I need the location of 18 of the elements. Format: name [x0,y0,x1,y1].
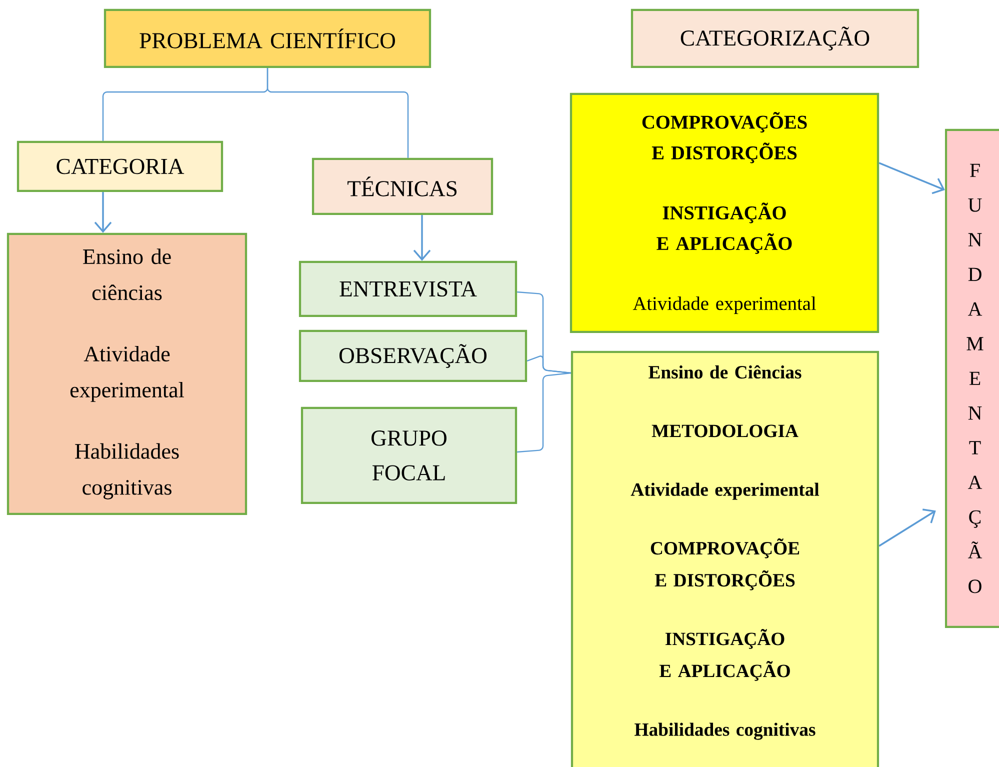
category-box: CATEGORIA [16,140,224,192]
arrow [94,192,112,233]
arrow [878,508,936,547]
heading-box: CATEGORIZAÇÃO [630,8,920,68]
bracket-line [517,372,571,453]
arrow [878,162,945,194]
bracket-line [526,356,571,374]
connector-line [266,68,409,158]
content-box: Ensino de Ciências METODOLOGIA Atividade experimental COMPROVAÇÕE E DISTORÇÕES INSTIGAÇÃO E APLICAÇÃO Habilidades cognitivas [570,350,880,767]
technique-box: TÉCNICAS [312,158,494,216]
technique-box: ENTREVISTA [298,260,518,318]
technique-box: OBSERVAÇÃO [298,330,528,382]
technique-box: GRUPO FOCAL [300,406,518,504]
vertical-text-box: FUNDAMENTAÇÃO [944,128,999,628]
arrow [413,215,431,261]
content-box: COMPROVAÇÕES E DISTORÇÕES INSTIGAÇÃO E APLICAÇÃO Atividade experimental [570,92,880,334]
content-box: Ensino de ciências Atividade experimental Habilidades cognitivas [6,232,248,516]
title-box: PROBLEMA CIENTÍFICO [104,8,432,68]
